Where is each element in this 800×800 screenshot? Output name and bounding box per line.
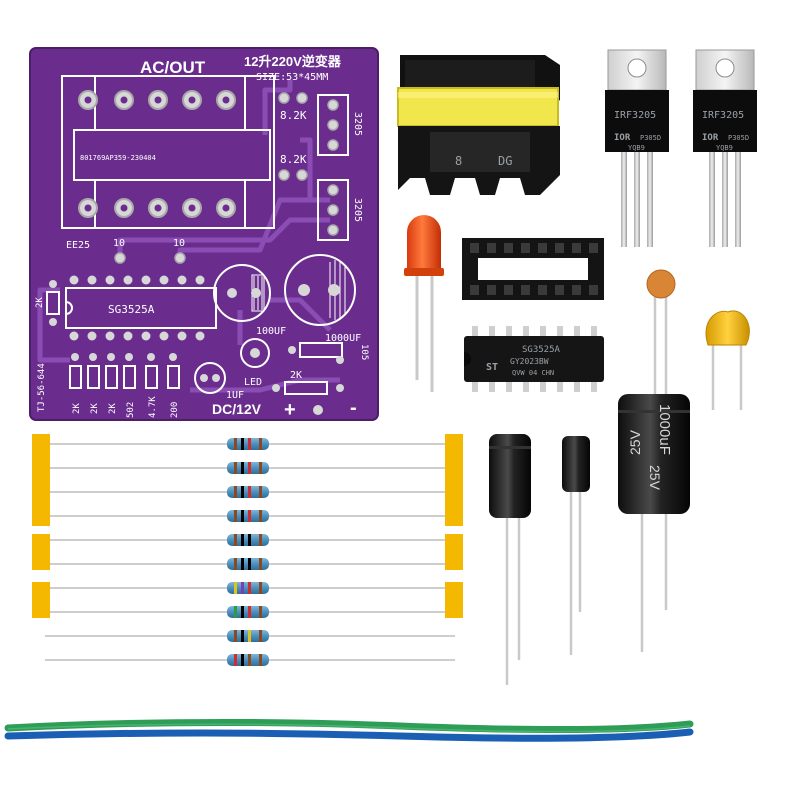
yellow-capacitor — [705, 310, 750, 410]
resistor-color-bands — [234, 438, 262, 666]
tape-strips — [32, 434, 463, 618]
ic-chip-part: SG3525A — [522, 345, 561, 355]
transformer-footprint — [61, 75, 275, 229]
pcb-label-2k-right: 2K — [290, 370, 302, 381]
transformer-ee25: 8 DG — [397, 55, 560, 195]
pcb-size-label: SIZE:53*45MM — [256, 72, 328, 83]
pcb-ic-label: SG3525A — [108, 303, 155, 316]
pcb-bottom-label-4: 502 — [126, 402, 136, 418]
pcb-label-10-a: 10 — [113, 238, 125, 249]
electrolytic-cap-small — [562, 436, 590, 655]
electrolytic-cap-medium — [489, 434, 531, 685]
mosfet-2-batch: YQB9 — [716, 144, 733, 152]
pcb-res-8k2-b: 8.2K — [280, 153, 307, 166]
pcb-board-code: 801769AP359-230404 — [80, 154, 156, 162]
red-led — [404, 215, 444, 392]
bottom-resistor-footprints — [69, 365, 180, 389]
pcb-title-main: 12升220V逆变器 — [244, 54, 342, 69]
pcb-transformer-label: EE25 — [66, 240, 90, 251]
pcb-res-8k2-a: 8.2K — [280, 109, 307, 122]
pcb-minus-sign: - — [350, 397, 357, 419]
pcb-label-led: LED — [244, 377, 262, 388]
power-wires — [4, 718, 694, 742]
mosfet-1-part: IRF3205 — [614, 110, 656, 121]
pcb-bottom-label-2: 2K — [90, 403, 100, 414]
ic-socket-16pin — [462, 238, 604, 300]
transformer-mark-right: DG — [498, 154, 512, 168]
pcb-bottom-label-6: 200 — [170, 402, 180, 418]
pcb-plus-sign: + — [284, 399, 296, 421]
pcb-mosfet-label-a: 3205 — [352, 112, 363, 136]
pcb-label-1uf: 1UF — [226, 390, 244, 401]
electrolytic-cap-1000uf: 1000uF 25V 25V — [618, 394, 690, 652]
mosfet-1-brand: IOR — [614, 133, 631, 143]
pcb-bottom-label-3: 2K — [108, 403, 118, 414]
transformer-mark-left: 8 — [455, 154, 462, 168]
mosfet-2: IRF3205 IOR P305D YQB9 — [693, 49, 757, 247]
pcb-mosfet-label-b: 3205 — [352, 198, 363, 222]
mosfet-2-brand: IOR — [702, 133, 719, 143]
pcb-dc-label: DC/12V — [212, 401, 262, 417]
ic-footprint — [65, 275, 217, 341]
pcb-label-2k-side: 2K — [35, 297, 45, 308]
cap-1000uf-value: 1000uF — [656, 404, 673, 455]
mosfet-footprints — [317, 94, 349, 241]
cap-1000uf-footprint — [284, 254, 356, 326]
pcb-bottom-label-5: 4.7K — [148, 396, 158, 418]
mosfet-2-code: P305D — [728, 134, 749, 142]
cap-1000uf-voltage-b: 25V — [647, 465, 663, 491]
cap-100uf-footprint — [213, 264, 271, 322]
pcb-cap-100uf: 100UF — [256, 326, 286, 337]
pcb-cap-1000uf: 1000UF — [325, 333, 361, 344]
pcb-side-code: TJ-56-644 — [37, 363, 47, 412]
pcb-title-out: AC/OUT — [140, 58, 206, 77]
resistor-strip — [32, 434, 463, 666]
ceramic-capacitor — [646, 269, 676, 400]
mosfet-1-batch: YQB9 — [628, 144, 645, 152]
pcb-cap-105: 105 — [359, 344, 369, 360]
ic-chip-lot: GY2023BW — [510, 357, 549, 366]
mosfet-1-code: P305D — [640, 134, 661, 142]
cap-1000uf-voltage-a: 25V — [627, 429, 643, 455]
pcb-label-10-b: 10 — [173, 238, 185, 249]
ic-chip-sg3525a: SG3525A ST GY2023BW QVW 04 CHN — [464, 326, 604, 392]
ic-chip-batch: QVW 04 CHN — [512, 369, 554, 377]
pcb-bottom-label-1: 2K — [72, 403, 82, 414]
pcb-board: AC/OUT 12升220V逆变器 SIZE:53*45MM 801769AP3… — [29, 47, 379, 421]
mosfet-1: IRF3205 IOR P305D YQB9 — [605, 49, 669, 247]
mosfet-2-part: IRF3205 — [702, 110, 744, 121]
ic-chip-brand: ST — [486, 362, 498, 373]
